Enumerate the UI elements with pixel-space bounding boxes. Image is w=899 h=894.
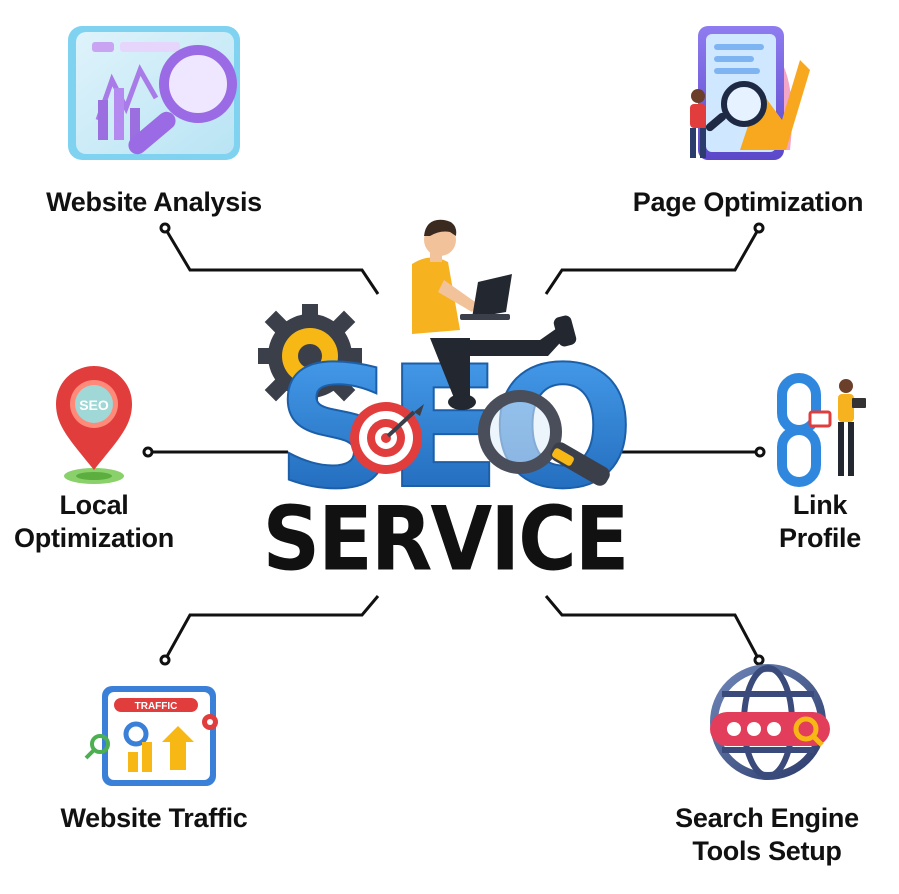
service-title: SERVICE bbox=[262, 488, 630, 591]
connector-website-analysis bbox=[163, 227, 380, 295]
svg-text:SEO: SEO bbox=[79, 397, 109, 413]
connector-website-traffic bbox=[163, 595, 380, 661]
label-local-optimization: Local Optimization bbox=[12, 489, 176, 555]
label-line: Website Analysis bbox=[46, 187, 262, 217]
label-line: Website Traffic bbox=[60, 803, 248, 833]
label-line: Search Engine bbox=[675, 803, 859, 833]
connector-dots bbox=[142, 222, 766, 666]
globe-search-bar-icon bbox=[710, 664, 830, 780]
label-link-profile: Link Profile bbox=[766, 489, 874, 555]
traffic-badge-text: TRAFFIC bbox=[135, 701, 178, 712]
label-line: Local bbox=[59, 490, 129, 520]
tablet-magnifier-person-icon bbox=[690, 26, 810, 160]
label-search-engine-tools: Search Engine Tools Setup bbox=[664, 802, 870, 868]
label-line: Page Optimization bbox=[632, 187, 864, 217]
label-line: Optimization bbox=[14, 523, 174, 553]
person-with-laptop-icon bbox=[412, 219, 577, 410]
chain-link-person-icon bbox=[777, 373, 866, 487]
traffic-browser-icon: TRAFFIC bbox=[84, 686, 218, 786]
label-website-analysis: Website Analysis bbox=[36, 186, 272, 219]
connector-page-optimization bbox=[544, 227, 761, 295]
connector-search-engine-tools bbox=[544, 595, 761, 661]
seo-location-pin-icon: SEO bbox=[56, 366, 132, 484]
label-line: Profile bbox=[779, 523, 861, 553]
label-line: Tools Setup bbox=[692, 836, 842, 866]
target-icon bbox=[350, 402, 424, 474]
seo-center-illustration: SEO bbox=[258, 219, 637, 527]
label-website-traffic: Website Traffic bbox=[44, 802, 264, 835]
gear-icon bbox=[258, 304, 362, 408]
label-line: Link bbox=[792, 490, 848, 520]
magnifier-icon bbox=[478, 390, 610, 486]
label-page-optimization: Page Optimization bbox=[628, 186, 868, 219]
analysis-magnifier-chart-icon bbox=[68, 26, 240, 160]
connector-lines bbox=[148, 227, 761, 661]
